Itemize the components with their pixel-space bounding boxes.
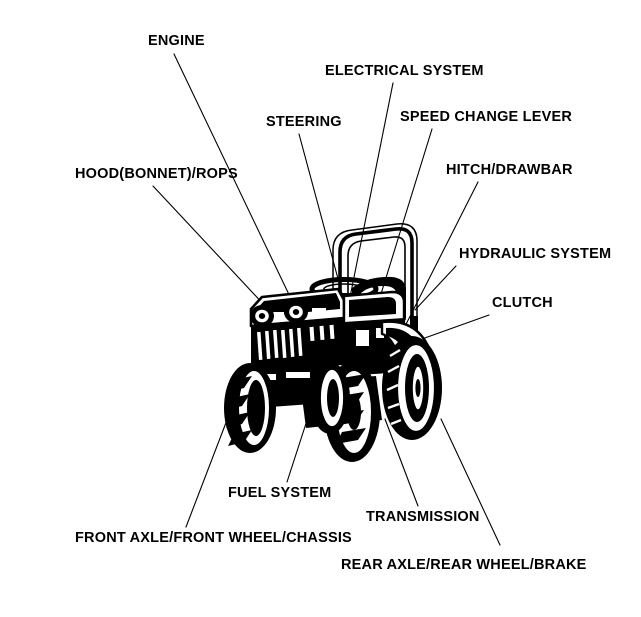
leader-line-hydraulic-system: [414, 265, 457, 311]
callout-label-hitch-drawbar: HITCH/DRAWBAR: [446, 162, 573, 178]
callout-label-engine: ENGINE: [148, 33, 205, 49]
headlights: [250, 301, 308, 327]
rear-wheel-right: [382, 336, 442, 440]
front-wheel-left: [224, 363, 276, 453]
front-wheel-right: [310, 362, 350, 434]
callout-label-front-axle-front-wheel-chassis: FRONT AXLE/FRONT WHEEL/CHASSIS: [75, 530, 352, 546]
tractor-illustration: [224, 223, 442, 462]
leader-line-transmission: [384, 418, 419, 507]
callout-label-electrical-system: ELECTRICAL SYSTEM: [325, 63, 484, 79]
callout-label-fuel-system: FUEL SYSTEM: [228, 485, 332, 501]
callout-label-transmission: TRANSMISSION: [366, 509, 480, 525]
callout-label-clutch: CLUTCH: [492, 295, 553, 311]
leader-line-front-axle-front-wheel-chassis: [185, 406, 233, 528]
operator-seat: [352, 276, 406, 318]
callout-label-speed-change-lever: SPEED CHANGE LEVER: [400, 109, 572, 125]
callout-label-hydraulic-system: HYDRAULIC SYSTEM: [459, 246, 612, 262]
callout-label-hood-bonnet-rops: HOOD(BONNET)/ROPS: [75, 166, 238, 182]
leader-line-rear-axle-rear-wheel-brake: [440, 418, 501, 546]
leader-line-steering: [298, 133, 345, 302]
leader-line-hitch-drawbar: [392, 181, 479, 351]
callout-label-steering: STEERING: [266, 114, 342, 130]
callout-label-rear-axle-rear-wheel-brake: REAR AXLE/REAR WHEEL/BRAKE: [341, 557, 587, 573]
leader-line-clutch: [421, 314, 490, 340]
